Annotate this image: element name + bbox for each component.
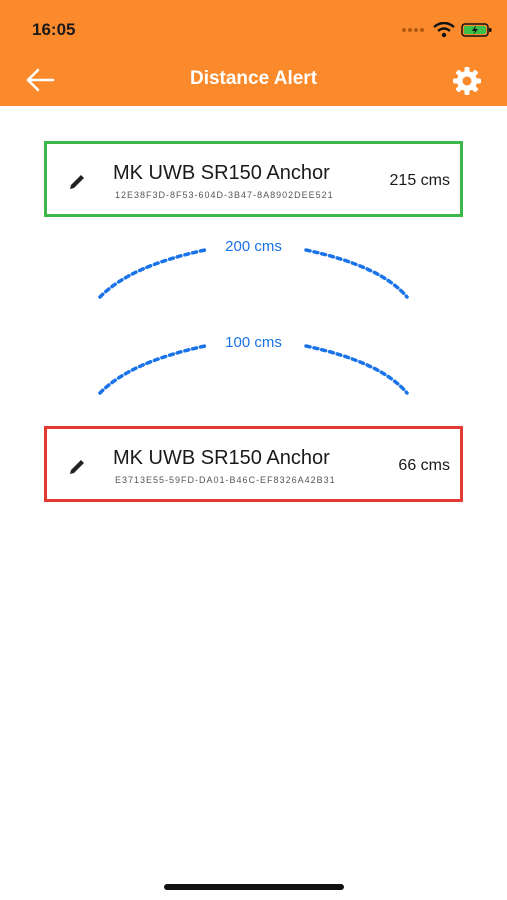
- wifi-icon: [433, 22, 455, 38]
- anchor-id: E3713E55-59FD-DA01-B46C-EF8326A42B31: [115, 475, 336, 485]
- status-icons: [401, 22, 493, 38]
- anchor-name: MK UWB SR150 Anchor: [113, 447, 330, 469]
- threshold-label: 100 cms: [225, 334, 282, 351]
- app-header: 16:05 Distance Alert: [0, 0, 507, 106]
- home-indicator[interactable]: [164, 884, 344, 890]
- cellular-signal-icon: [402, 28, 424, 32]
- threshold-arc-200: [304, 248, 409, 299]
- anchor-card[interactable]: MK UWB SR150 Anchor E3713E55-59FD-DA01-B…: [44, 426, 463, 502]
- anchor-card[interactable]: MK UWB SR150 Anchor 12E38F3D-8F53-604D-3…: [44, 141, 463, 217]
- pencil-icon[interactable]: [67, 457, 87, 477]
- anchor-id: 12E38F3D-8F53-604D-3B47-8A8902DEE521: [115, 190, 334, 200]
- gear-icon[interactable]: [452, 66, 482, 96]
- battery-charging-icon: [461, 23, 492, 37]
- threshold-arc-100: [304, 344, 409, 395]
- back-arrow-icon[interactable]: [24, 66, 56, 94]
- anchor-distance: 215 cms: [389, 172, 450, 189]
- anchor-distance: 66 cms: [398, 457, 450, 474]
- threshold-arc-100: [98, 344, 207, 395]
- status-time: 16:05: [32, 20, 76, 39]
- anchor-name: MK UWB SR150 Anchor: [113, 162, 330, 184]
- threshold-arc-200: [98, 248, 207, 299]
- page-title: Distance Alert: [189, 68, 318, 89]
- pencil-icon[interactable]: [67, 172, 87, 192]
- threshold-label: 200 cms: [225, 238, 282, 255]
